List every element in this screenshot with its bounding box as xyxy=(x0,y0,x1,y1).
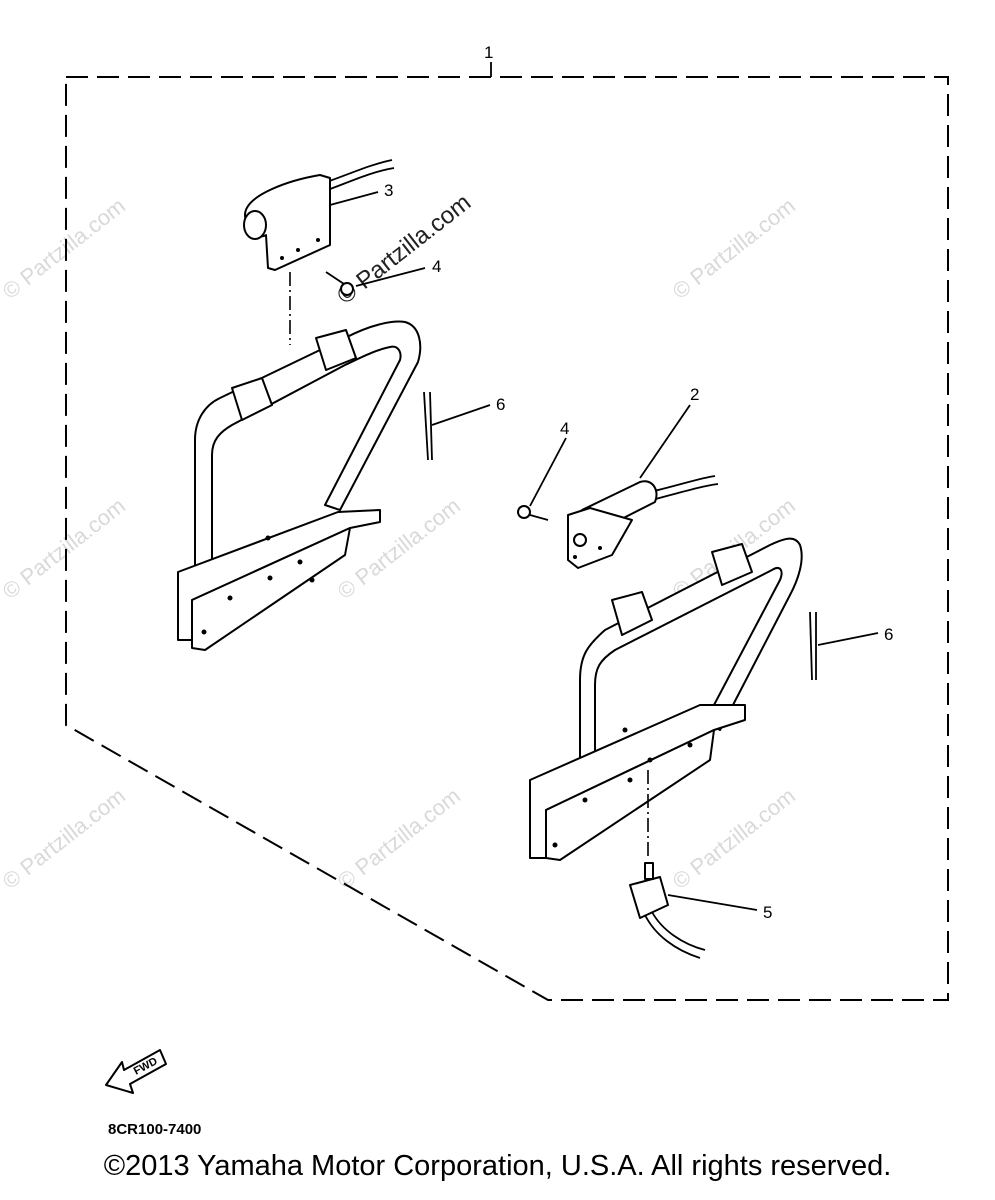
part-code: 8CR100-7400 xyxy=(108,1121,201,1138)
callout-4-right: 4 xyxy=(560,419,569,438)
cap-end xyxy=(243,210,267,240)
leader-line-6-left xyxy=(431,404,491,426)
callout-3: 3 xyxy=(384,181,393,200)
wire xyxy=(651,483,719,501)
watermark: © Partzilla.com xyxy=(333,783,465,894)
watermark: © Partzilla.com xyxy=(0,783,130,894)
cushion xyxy=(711,543,753,586)
wire xyxy=(644,914,701,959)
handle-tube xyxy=(579,537,803,791)
cotter-pin xyxy=(809,611,813,681)
callout-2: 2 xyxy=(690,385,699,404)
switch-toggle xyxy=(644,862,654,880)
cushion xyxy=(315,329,357,371)
leader-line-6-right xyxy=(817,632,879,646)
watermark-dark: © Partzilla.com xyxy=(332,189,476,310)
screw xyxy=(325,271,345,285)
screw-head xyxy=(517,505,531,519)
callout-5: 5 xyxy=(763,903,772,922)
leader-line-5 xyxy=(667,894,758,911)
cotter-pin xyxy=(429,391,433,461)
cap-bracket xyxy=(567,507,633,569)
wire xyxy=(649,475,716,493)
screw-head xyxy=(340,282,354,296)
watermark: © Partzilla.com xyxy=(668,193,800,304)
leader-line-4-left xyxy=(355,267,426,287)
right-mount-assembly xyxy=(517,475,817,959)
watermark: © Partzilla.com xyxy=(333,493,465,604)
leader-line-2 xyxy=(639,404,691,479)
copyright-footer: ©2013 Yamaha Motor Corporation, U.S.A. A… xyxy=(103,1150,892,1182)
cotter-pin xyxy=(423,391,429,461)
cushion xyxy=(231,377,273,421)
callout-6-right: 6 xyxy=(884,625,893,644)
leader-line-4-right xyxy=(529,437,567,507)
screw xyxy=(529,514,549,521)
switch-body xyxy=(629,876,669,919)
cushion xyxy=(611,591,653,636)
leader-line-3 xyxy=(329,191,379,206)
kit-boundary xyxy=(65,76,949,1001)
callout-1: 1 xyxy=(484,43,493,62)
wire xyxy=(651,911,706,951)
left-mount-assembly xyxy=(177,159,433,651)
base-flange xyxy=(545,729,715,861)
watermark-layer: © Partzilla.com © Partzilla.com © Partzi… xyxy=(0,189,800,894)
watermark: © Partzilla.com xyxy=(0,493,130,604)
callout-4-left: 4 xyxy=(432,257,441,276)
watermark: © Partzilla.com xyxy=(0,193,130,304)
callout-6-left: 6 xyxy=(496,395,505,414)
watermark: © Partzilla.com xyxy=(668,783,800,894)
fwd-arrow-icon: FWD xyxy=(105,1049,167,1094)
base-flange xyxy=(191,527,351,651)
